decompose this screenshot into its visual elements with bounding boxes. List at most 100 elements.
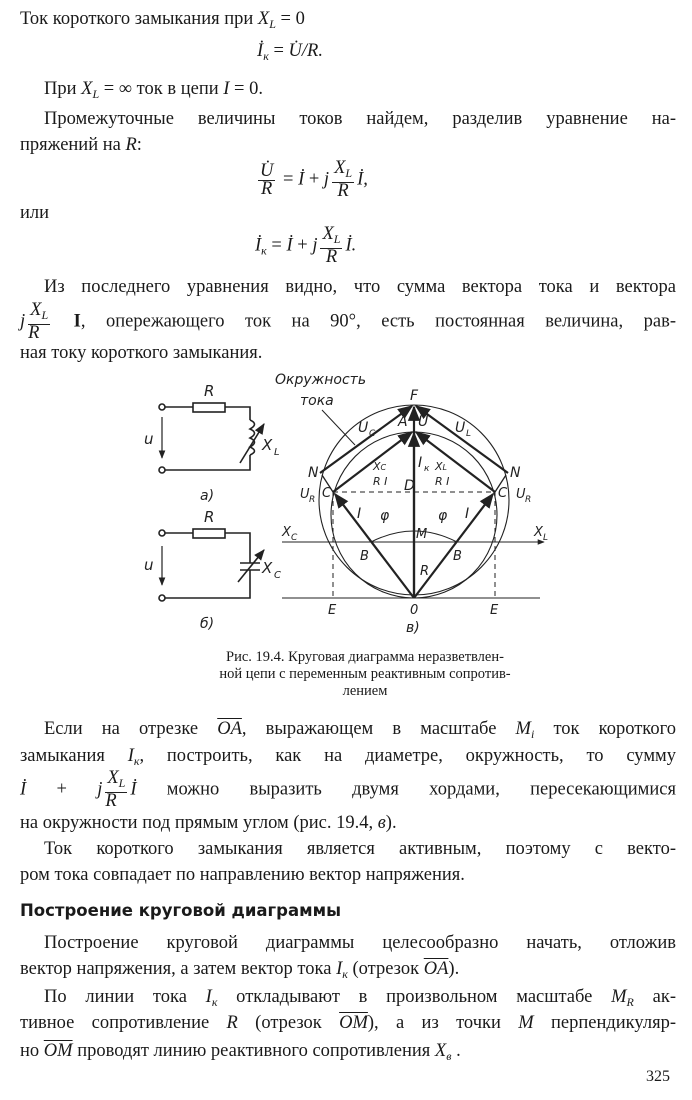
text-run: I xyxy=(53,311,81,332)
label-ul: U xyxy=(455,420,465,436)
text-run: + xyxy=(304,169,324,190)
math-symbol: X xyxy=(434,1041,447,1061)
paragraph-line: или xyxy=(20,202,676,224)
math-symbol: I xyxy=(205,987,212,1007)
subscript: к xyxy=(342,967,348,981)
numerator-text: U̇ xyxy=(260,160,274,181)
label-ur: U xyxy=(516,487,526,502)
math-symbol: R xyxy=(226,1013,238,1033)
math-symbol: X xyxy=(81,79,93,99)
paragraph-line: тивное сопротивление R (отрезок OM), а и… xyxy=(20,1012,676,1034)
point-n: N xyxy=(510,465,521,481)
paragraph-line: Ток короткого замыкания является активны… xyxy=(44,838,676,860)
label-u: u xyxy=(144,430,154,448)
math-symbol: İ xyxy=(130,779,137,800)
label-xl-axis: X xyxy=(533,525,544,540)
math-symbol: OA xyxy=(423,959,449,979)
paragraph-line: но OM проводят линию реактивного сопроти… xyxy=(20,1040,676,1067)
circuit-a xyxy=(158,402,265,474)
text-run: или xyxy=(20,203,50,223)
label-sub: L xyxy=(274,447,280,458)
math-symbol: İ xyxy=(286,235,293,256)
math-symbol: j xyxy=(20,311,26,332)
numerator-text: X xyxy=(107,768,119,788)
subscript: R xyxy=(626,995,634,1009)
caption-line: лением xyxy=(342,683,388,699)
text-run: = xyxy=(266,235,287,256)
label-uc: U xyxy=(358,420,368,436)
text-run: ). xyxy=(448,959,460,979)
point-e: E xyxy=(328,603,337,618)
text-run: , опережающего ток на 90°, есть постоянн… xyxy=(80,311,677,332)
text-run: пряжений на xyxy=(20,135,126,155)
math-symbol: j xyxy=(312,235,318,256)
text-run: , построить, как на диаметре, окружность… xyxy=(139,746,676,766)
paragraph-line: Если на отрезке OA, выражающем в масштаб… xyxy=(44,718,676,745)
text-run: . xyxy=(451,1041,461,1061)
numerator-text: X xyxy=(334,158,346,178)
label-sub: C xyxy=(291,533,298,543)
text-run: Если на отрезке xyxy=(44,719,218,739)
subscript: к xyxy=(263,49,269,63)
text-run: замыкания xyxy=(20,746,128,766)
point-o: 0 xyxy=(410,603,418,618)
text-run: вектор напряжения, а затем вектор тока xyxy=(20,959,337,979)
math-symbol: I xyxy=(127,746,134,766)
numerator-text: X xyxy=(30,300,42,320)
numerator: U̇ xyxy=(258,160,276,181)
paragraph-line: Промежуточные величины токов найдем, раз… xyxy=(44,108,676,130)
text-run: + xyxy=(292,235,313,256)
text-run: = xyxy=(268,41,289,61)
text-run: ток короткого xyxy=(534,719,676,739)
label-i: I xyxy=(465,506,469,522)
subscript: к xyxy=(133,754,140,768)
math-symbol: İ, xyxy=(357,169,368,190)
label-current-circle: тока xyxy=(300,393,334,409)
figure-caption: Рис. 19.4. Круговая диаграмма неразветвл… xyxy=(175,649,555,700)
numerator: XL xyxy=(320,225,343,249)
math-symbol: OM xyxy=(339,1013,368,1033)
text-run: проводят линию реактивного сопротивления xyxy=(72,1041,435,1061)
caption-line: Рис. 19.4. Круговая диаграмма неразветвл… xyxy=(226,649,504,665)
text-run: ак- xyxy=(633,987,676,1007)
text-run: ), а из точки xyxy=(367,1013,519,1033)
math-symbol: İ xyxy=(298,169,305,190)
paragraph-line: ная току короткого замыкания. xyxy=(20,342,676,364)
math-symbol: M xyxy=(611,987,627,1007)
text-run: = ∞ ток в цепи xyxy=(99,79,224,99)
point-c: C xyxy=(498,486,508,501)
math-symbol: I xyxy=(223,79,230,99)
label-sub: L xyxy=(543,533,548,543)
text-run: ром тока совпадает по направлению вектор… xyxy=(20,865,465,885)
point-b: B xyxy=(453,549,462,564)
numerator: XL xyxy=(105,768,128,793)
text-run: откладывают в произвольном масштабе xyxy=(217,987,612,1007)
text-run: Промежуточные величины токов найдем, раз… xyxy=(44,109,676,129)
paragraph-line: Из последнего уравнения видно, что сумма… xyxy=(44,276,676,298)
label-ik: I xyxy=(418,455,422,471)
text-run: (отрезок xyxy=(347,959,424,979)
label-xl-over-r-i: XL xyxy=(434,460,447,473)
circle-diagram xyxy=(282,404,544,599)
paragraph-line: ром тока совпадает по направлению вектор… xyxy=(20,864,676,886)
label-b: б) xyxy=(200,616,214,632)
label-xc-over-r-i: R I xyxy=(373,475,387,488)
text-run: : xyxy=(136,135,142,155)
subscript: L xyxy=(269,17,276,31)
text-run: При xyxy=(44,79,82,99)
text-run: = 0 xyxy=(275,9,305,29)
paragraph-line: пряжений на R: xyxy=(20,134,676,156)
label-xc-axis: X xyxy=(281,525,292,540)
paragraph-line: По линии тока Iк откладывают в произволь… xyxy=(44,986,676,1013)
math-symbol: İ xyxy=(257,41,264,61)
text-run: (отрезок xyxy=(237,1013,340,1033)
paragraph-line: При XL = ∞ ток в цепи I = 0. xyxy=(44,78,676,105)
fraction: U̇R xyxy=(258,160,276,198)
denominator: R xyxy=(28,323,40,343)
